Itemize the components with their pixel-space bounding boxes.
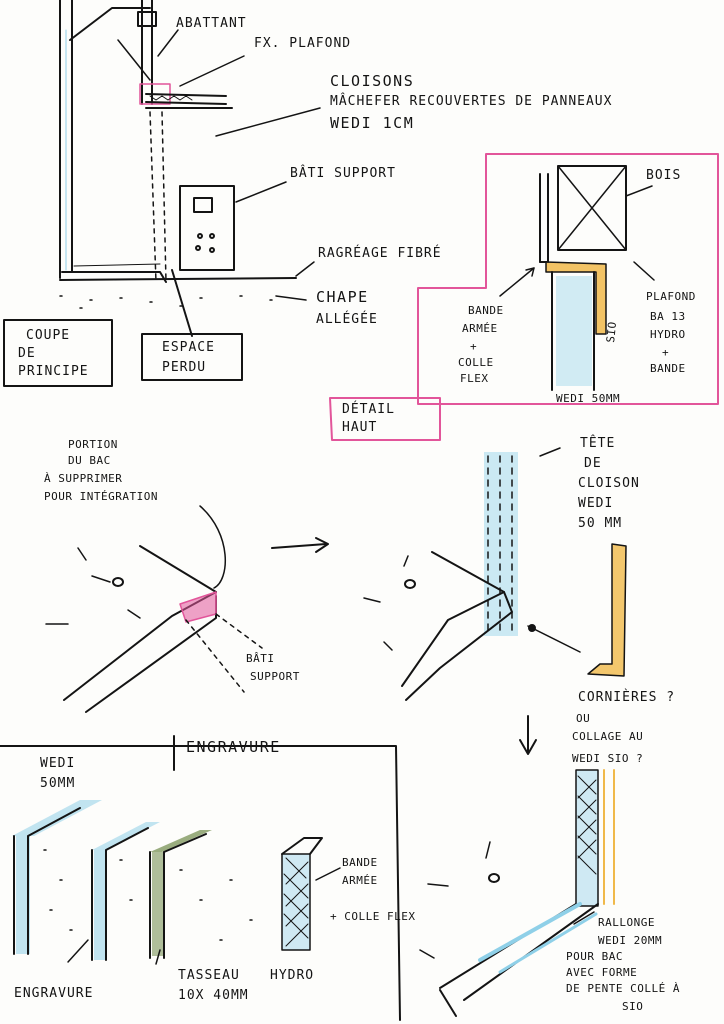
label-bande-2: ARMÉE — [462, 322, 498, 335]
label-coupe-3: PRINCIPE — [18, 364, 89, 379]
label-detail-1: DÉTAIL — [342, 402, 395, 417]
label-bande-1: BANDE — [468, 304, 504, 317]
label-plafond-1: PLAFOND — [646, 290, 696, 303]
label-espace-2: PERDU — [162, 360, 207, 375]
label-bande-3: + — [470, 340, 478, 353]
label-tete-5: 50 mm — [578, 516, 623, 531]
label-detail-2: HAUT — [342, 420, 378, 435]
label-tete-2: DE — [584, 456, 602, 471]
label-chape-1: CHAPE — [316, 288, 369, 306]
engravure-drawing — [0, 735, 401, 1021]
label-plafond-3: HYDRO — [650, 328, 686, 341]
label-rallonge-1: RALLONGE — [598, 916, 655, 929]
label-corniere-2: OU — [576, 712, 591, 725]
label-corniere-3: COLLAGE AU — [572, 730, 644, 743]
label-engravure-caption: ENGRAVURE — [14, 986, 94, 1001]
label-bande2-3: + COLLE FLEX — [330, 910, 416, 923]
label-wedi50-2: 50mm — [40, 776, 76, 791]
label-fx-plafond: FX. PLAFOND — [254, 36, 352, 51]
label-engravure-title: ENGRAVURE — [186, 738, 281, 756]
label-portion-3: À SUPPRIMER — [44, 472, 123, 485]
label-bois: BOIS — [646, 168, 682, 183]
label-sio: SIO — [604, 320, 620, 344]
label-tete-1: TÊTE — [580, 436, 616, 451]
tete-cloison-drawing — [363, 447, 627, 755]
label-espace-1: ESPACE — [162, 340, 215, 355]
label-corniere-1: CORNIÈRES ? — [578, 690, 676, 705]
label-abattant: ABATTANT — [176, 16, 247, 31]
label-bande-4: COLLE — [458, 356, 494, 369]
label-rallonge-6: SIO — [622, 1000, 644, 1013]
label-plafond-2: BA 13 — [650, 310, 686, 323]
label-portion-4: POUR INTÉGRATION — [44, 490, 158, 503]
label-tasseau-1: TASSEAU — [178, 968, 240, 983]
label-bande2-1: BANDE — [342, 856, 378, 869]
label-plafond-5: BANDE — [650, 362, 686, 375]
coupe-de-principe-drawing — [3, 0, 321, 387]
label-wedi50-1: WEDI — [40, 756, 76, 771]
label-bati-support: BÂTI SUPPORT — [290, 166, 396, 181]
label-tete-3: CLOISON — [578, 476, 640, 491]
label-bati2-1: BÂTI — [246, 652, 275, 665]
label-ragreage-fibre: RAGRÉAGE FIBRÉ — [318, 246, 442, 261]
label-cloisons-2: MÂCHEFER RECOUVERTES DE PANNEAUX — [330, 94, 613, 109]
label-bati2-2: SUPPORT — [250, 670, 300, 683]
label-chape-2: ALLÉGÉE — [316, 312, 378, 327]
rallonge-drawing — [419, 769, 615, 1017]
label-coupe-1: COUPE — [26, 328, 71, 343]
label-rallonge-4: AVEC FORME — [566, 966, 638, 979]
label-plafond-4: + — [662, 346, 670, 359]
label-cloisons-3: WEDI 1cm — [330, 114, 415, 132]
bac-perspective-drawing — [45, 505, 329, 713]
label-rallonge-2: WEDI 20mm — [598, 934, 663, 947]
label-tete-4: WEDI — [578, 496, 614, 511]
label-portion-2: DU BAC — [68, 454, 111, 467]
label-wedi-50mm: WEDI 50mm — [556, 392, 621, 405]
label-rallonge-3: POUR BAC — [566, 950, 623, 963]
label-coupe-2: DE — [18, 346, 36, 361]
label-bande2-2: ARMÉE — [342, 874, 378, 887]
label-tasseau-2: 10x 40mm — [178, 988, 249, 1003]
espace-perdu-box — [141, 333, 243, 381]
label-corniere-4: WEDI SIO ? — [572, 752, 644, 765]
label-hydro: HYDRO — [270, 968, 315, 983]
coupe-de-principe-box — [3, 319, 113, 387]
label-portion-1: PORTION — [68, 438, 118, 451]
label-rallonge-5: DE PENTE COLLÉ À — [566, 982, 680, 995]
detail-haut-drawing — [329, 153, 719, 441]
bati-support-panel — [179, 185, 235, 271]
label-cloisons-1: CLOISONS — [330, 72, 415, 90]
label-bande-5: FLEX — [460, 372, 489, 385]
